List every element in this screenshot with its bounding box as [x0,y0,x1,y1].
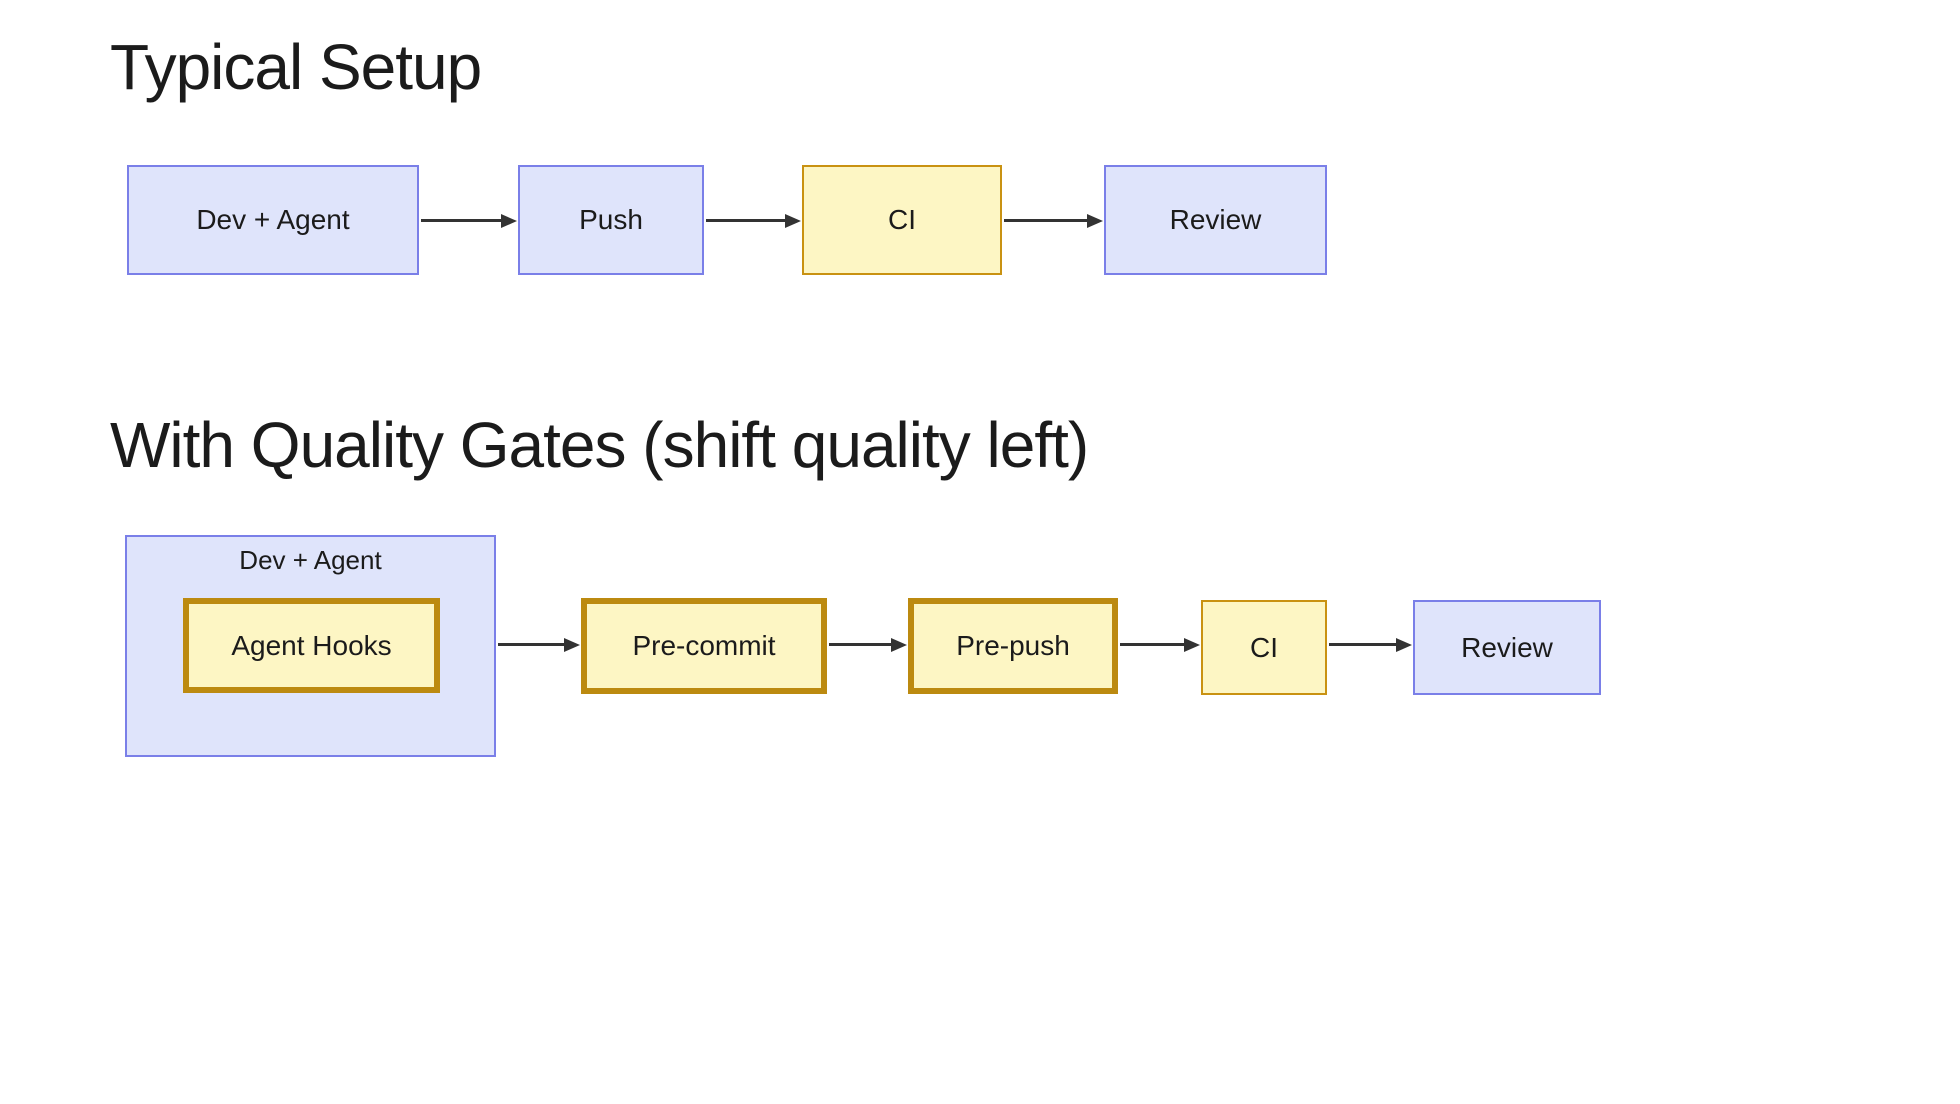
section-title-quality-gates: With Quality Gates (shift quality left) [110,409,1089,481]
flow-node-label: Agent Hooks [231,629,392,661]
arrow-ci-to-review-2 [1329,643,1397,646]
flow-node-pre-commit: Pre-commit [581,598,827,694]
arrow-pre-push-to-ci [1120,643,1185,646]
flow-node-review: Review [1104,165,1327,275]
flow-node-dev-agent: Dev + Agent [127,165,419,275]
flow-node-label: Review [1169,204,1262,235]
flow-node-ci-2: CI [1201,600,1327,695]
flow-node-pre-push: Pre-push [908,598,1118,694]
group-label-dev-agent: Dev + Agent [239,545,382,575]
flow-node-label: CI [888,204,916,235]
flow-node-ci: CI [802,165,1002,275]
arrow-ci-to-review [1004,219,1088,222]
arrow-dev-agent-to-push [421,219,502,222]
section-title-typical-setup: Typical Setup [110,31,482,103]
flow-node-review-2: Review [1413,600,1601,695]
flow-node-label: Push [579,204,643,235]
arrow-pre-commit-to-pre-push [829,643,892,646]
flow-node-label: Pre-push [956,630,1070,661]
flow-node-label: Pre-commit [632,630,776,661]
flow-node-label: CI [1250,631,1278,663]
arrow-dev-agent-to-pre-commit [498,643,565,646]
flow-node-label: Review [1461,631,1553,663]
arrow-push-to-ci [706,219,786,222]
flow-node-push: Push [518,165,704,275]
flow-node-label: Dev + Agent [196,204,350,235]
flow-node-agent-hooks: Agent Hooks [183,598,440,693]
